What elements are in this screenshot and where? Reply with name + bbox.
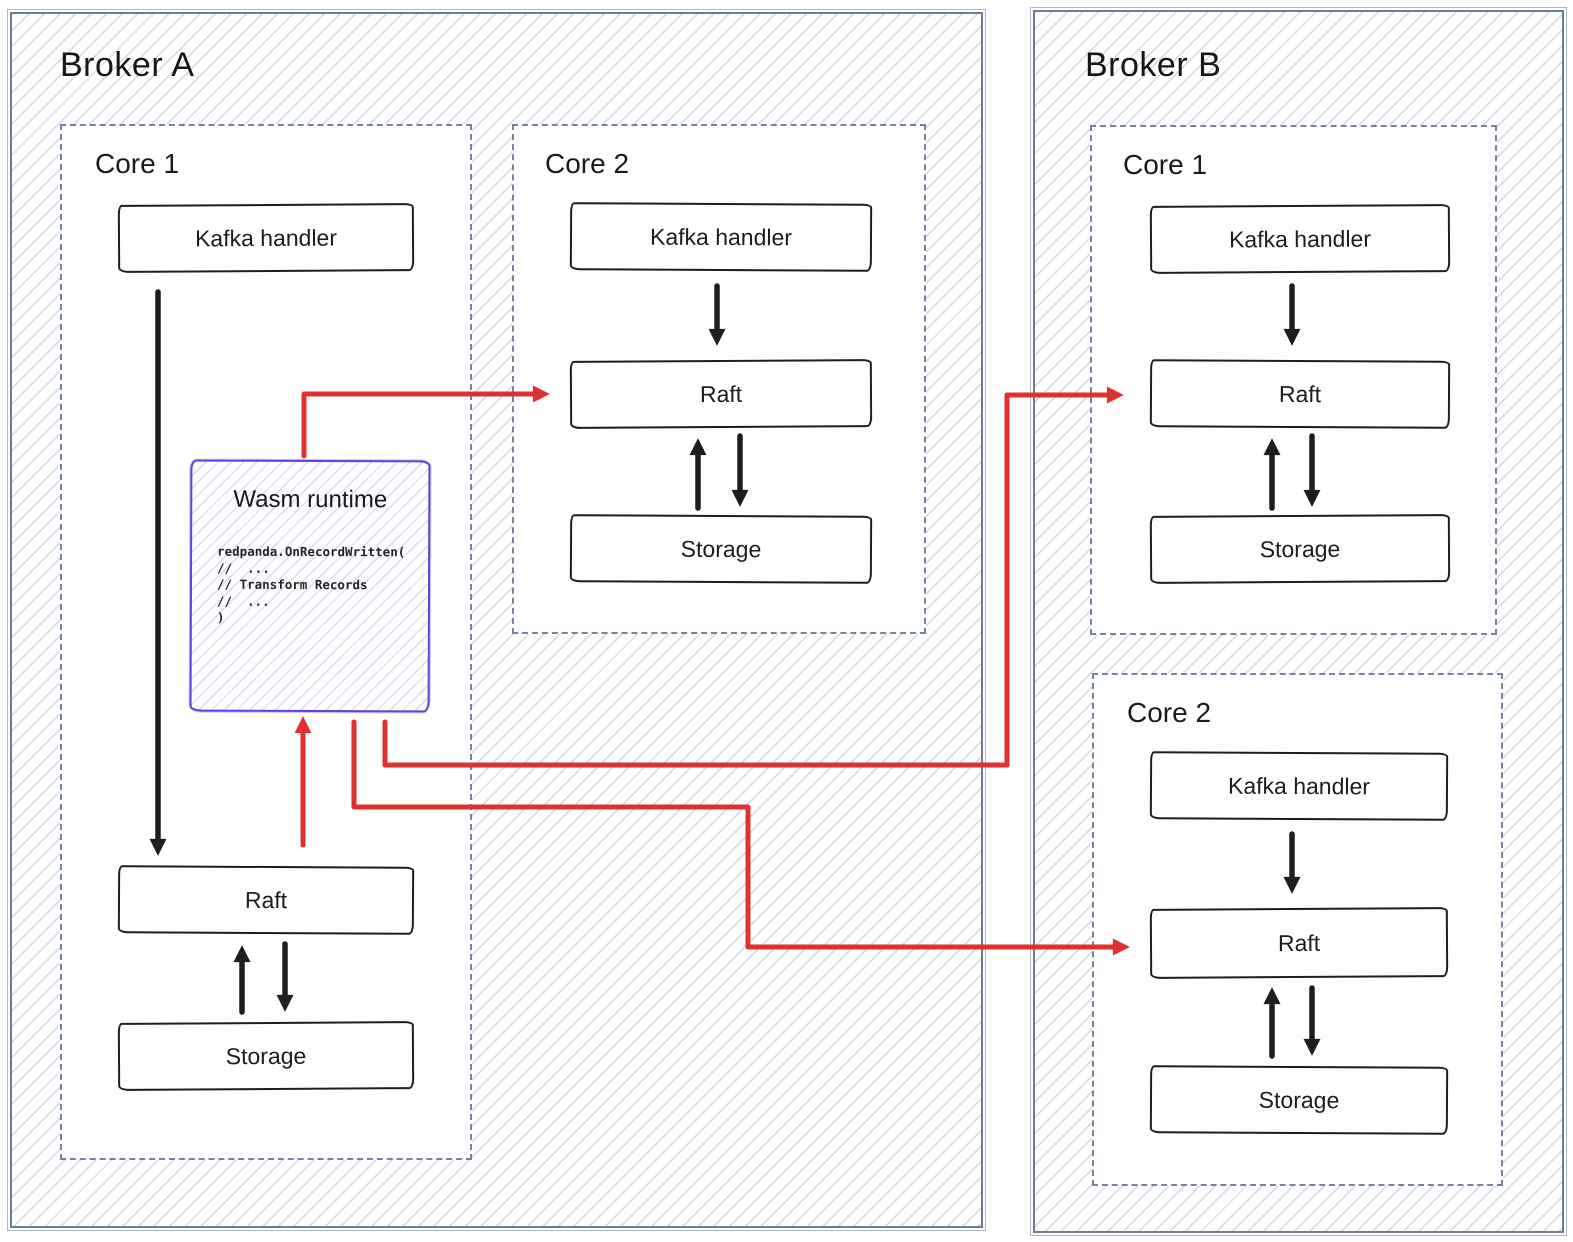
node-kafka-handler-a2: Kafka handler: [569, 202, 873, 272]
node-storage-b2-label: Storage: [1258, 1086, 1340, 1113]
node-raft-b2-label: Raft: [1277, 929, 1321, 956]
wasm-code-block: redpanda.OnRecordWritten( // ... // Tran…: [217, 544, 428, 627]
node-storage-b2: Storage: [1149, 1065, 1449, 1135]
core-b1-label: Core 1: [1123, 149, 1208, 180]
node-raft-a2: Raft: [569, 359, 873, 429]
node-storage-b1: Storage: [1149, 514, 1451, 584]
wasm-code-line: // ...: [216, 593, 270, 609]
node-kafka-handler-a2-label: Kafka handler: [649, 223, 793, 250]
node-storage-a2: Storage: [569, 514, 873, 584]
core-b2-label: Core 2: [1127, 697, 1212, 728]
wasm-code-line: // ...: [217, 560, 270, 576]
broker-b-title: Broker B: [1085, 46, 1222, 84]
node-raft-b1-label: Raft: [1278, 380, 1322, 407]
wasm-code-line: redpanda.OnRecordWritten(: [217, 543, 406, 560]
node-raft-b1: Raft: [1149, 359, 1451, 429]
wasm-runtime-box: Wasm runtime redpanda.OnRecordWritten( /…: [189, 459, 431, 713]
node-storage-a2-label: Storage: [680, 535, 762, 562]
core-a2-label: Core 2: [545, 148, 630, 179]
wasm-code-line: // Transform Records: [216, 576, 368, 593]
node-storage-a1: Storage: [117, 1021, 415, 1091]
node-raft-a1-label: Raft: [244, 886, 288, 913]
wasm-runtime-title: Wasm runtime: [233, 485, 388, 514]
node-kafka-handler-b2-label: Kafka handler: [1227, 772, 1371, 799]
node-storage-a1-label: Storage: [225, 1042, 307, 1069]
core-a1-label: Core 1: [95, 148, 180, 179]
broker-a-title: Broker A: [60, 46, 195, 84]
wasm-code-line: ): [216, 609, 225, 625]
node-raft-b2: Raft: [1149, 907, 1449, 979]
node-kafka-handler-a1: Kafka handler: [117, 203, 415, 273]
node-raft-a1: Raft: [117, 865, 415, 935]
node-kafka-handler-a1-label: Kafka handler: [194, 224, 338, 251]
node-kafka-handler-b1: Kafka handler: [1149, 204, 1451, 274]
node-kafka-handler-b2: Kafka handler: [1149, 751, 1449, 821]
node-raft-a2-label: Raft: [699, 380, 743, 407]
node-storage-b1-label: Storage: [1259, 535, 1341, 562]
node-kafka-handler-b1-label: Kafka handler: [1228, 225, 1372, 252]
